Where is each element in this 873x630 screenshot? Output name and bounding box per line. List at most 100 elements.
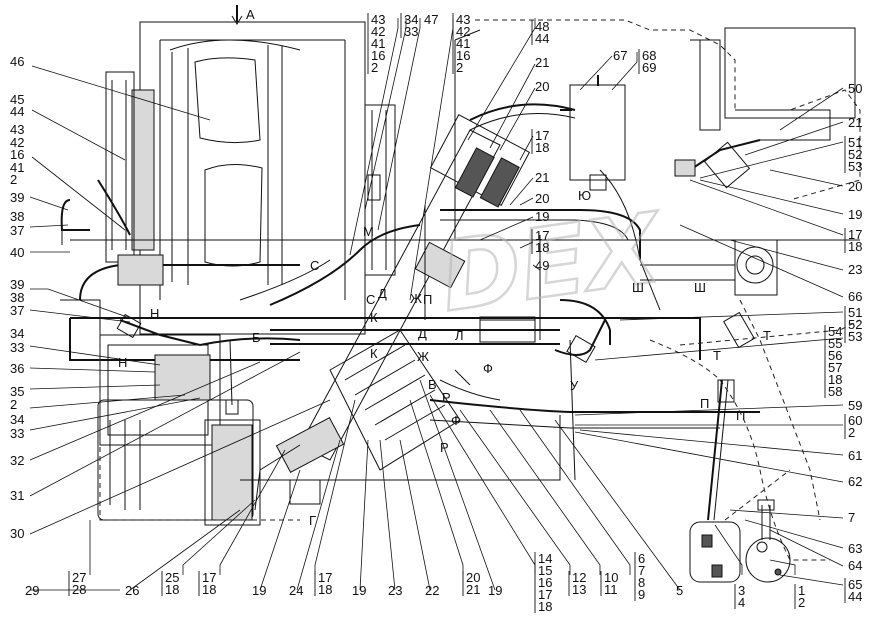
callout-l30: 30	[10, 526, 24, 541]
callout-t43-line-4: 2	[371, 60, 378, 75]
callout-r65-line-0: 65	[848, 577, 862, 592]
callout-b19c-line-0: 19	[488, 583, 502, 598]
callouts-left: 4645444342164123938374039383734333635234…	[10, 54, 24, 541]
callout-l31: 31	[10, 488, 24, 503]
section-letter-sP1: П	[423, 292, 432, 307]
watermark: DEX	[433, 190, 672, 334]
callout-r66-line-0: 66	[848, 289, 862, 304]
callout-t43-line-0: 43	[371, 12, 385, 27]
callout-b6-line-2: 8	[638, 575, 645, 590]
section-letter-sSh1: Ш	[632, 280, 644, 295]
callout-b24-line-0: 24	[289, 583, 303, 598]
section-letter-sB: Б	[252, 330, 261, 345]
callout-r54-line-1: 55	[828, 336, 842, 351]
callout-l37: 37	[10, 223, 24, 238]
section-letter-sF1: Ф	[483, 361, 493, 376]
callout-t48-line-0: 48	[535, 19, 549, 34]
callout-b14-line-1: 15	[538, 563, 552, 578]
callout-b12-line-0: 12	[572, 570, 586, 585]
callout-l39: 39	[10, 190, 24, 205]
section-letter-sZh2: Ж	[417, 349, 429, 364]
callout-b10-line-1: 11	[604, 582, 618, 597]
callout-r21-line-0: 21	[848, 115, 862, 130]
callout-b3-line-1: 4	[738, 595, 745, 610]
callout-r23-line-0: 23	[848, 262, 862, 277]
callout-t43b-line-3: 16	[456, 48, 470, 63]
callout-r50-line-0: 50	[848, 81, 862, 96]
callout-t48-line-1: 44	[535, 31, 549, 46]
callout-b23-line-0: 23	[388, 583, 402, 598]
section-letter-sN1: Н	[150, 306, 159, 321]
callout-b27-line-0: 27	[72, 570, 86, 585]
section-letter-sYu: Ю	[578, 188, 591, 203]
section-letter-sP3: П	[736, 408, 745, 423]
section-letter-sU: У	[570, 378, 579, 393]
leader-lines	[29, 18, 844, 591]
callout-l36: 36	[10, 361, 24, 376]
callout-t21b-line-0: 21	[535, 170, 549, 185]
callout-l41: 41	[10, 160, 24, 175]
callout-l32: 32	[10, 453, 24, 468]
callout-l37b: 37	[10, 303, 24, 318]
machine-outline	[60, 19, 861, 583]
callout-l16: 16	[10, 147, 24, 162]
callout-b26-line-0: 26	[125, 583, 139, 598]
callout-r61-line-0: 61	[848, 448, 862, 463]
callout-l35: 35	[10, 384, 24, 399]
callout-r64-line-0: 64	[848, 558, 862, 573]
callout-b20-line-0: 20	[466, 570, 480, 585]
section-letter-sK1: К	[370, 310, 378, 325]
callout-r54-line-4: 18	[828, 372, 842, 387]
callout-t43b-line-4: 2	[456, 60, 463, 75]
callout-b17-line-1: 18	[202, 582, 216, 597]
section-letter-sD2: Д	[418, 326, 427, 341]
callout-t17b-line-0: 17	[535, 228, 549, 243]
section-letter-sV: В	[428, 377, 437, 392]
callouts-right: 5021515253201917182366515253545556571858…	[824, 81, 862, 604]
callout-b10-line-0: 10	[604, 570, 618, 585]
section-letter-sD1: Д	[378, 286, 387, 301]
callout-t43b-line-2: 41	[456, 36, 470, 51]
view-arrow-label: А	[246, 7, 255, 22]
callout-t17-line-0: 17	[535, 128, 549, 143]
callout-t43-line-3: 16	[371, 48, 385, 63]
callout-t20b-line-0: 20	[535, 191, 549, 206]
callout-r60-line-1: 2	[848, 425, 855, 440]
callout-t43b-line-1: 42	[456, 24, 470, 39]
callout-l38b: 38	[10, 290, 24, 305]
callout-l43: 43	[10, 122, 24, 137]
callout-t43-line-1: 42	[371, 24, 385, 39]
callout-b25-line-0: 25	[165, 570, 179, 585]
callout-r51b-line-1: 52	[848, 317, 862, 332]
section-letter-sT2: Т	[763, 328, 771, 343]
callout-l40: 40	[10, 245, 24, 260]
callout-b6-line-1: 7	[638, 563, 645, 578]
callout-t47-line-0: 47	[424, 12, 438, 27]
svg-text:DEX: DEX	[434, 192, 671, 334]
section-letter-sT1: Т	[713, 348, 721, 363]
callout-r51b-line-0: 51	[848, 305, 862, 320]
callout-t49-line-0: 49	[535, 258, 549, 273]
callout-l44a: 44	[10, 104, 24, 119]
callout-r60-line-0: 60	[848, 413, 862, 428]
callout-r51-line-1: 52	[848, 147, 862, 162]
callout-b1-line-1: 2	[798, 595, 805, 610]
callout-b5-line-0: 5	[676, 583, 683, 598]
callout-t17b-line-1: 18	[535, 240, 549, 255]
callout-l33: 33	[10, 340, 24, 355]
callout-t20-line-0: 20	[535, 79, 549, 94]
callout-r17-line-0: 17	[848, 227, 862, 242]
callout-r54-line-5: 58	[828, 384, 842, 399]
callout-t19-line-0: 19	[535, 209, 549, 224]
section-letter-sK2: К	[370, 346, 378, 361]
callout-l38: 38	[10, 209, 24, 224]
callout-b3-line-0: 3	[738, 583, 745, 598]
callout-b12-line-1: 13	[572, 582, 586, 597]
section-letter-sSh2: Ш	[694, 280, 706, 295]
callout-t43-line-2: 41	[371, 36, 385, 51]
section-letter-sN2: Н	[118, 355, 127, 370]
callout-r62-line-0: 62	[848, 474, 862, 489]
section-letter-sM: М	[363, 224, 374, 239]
